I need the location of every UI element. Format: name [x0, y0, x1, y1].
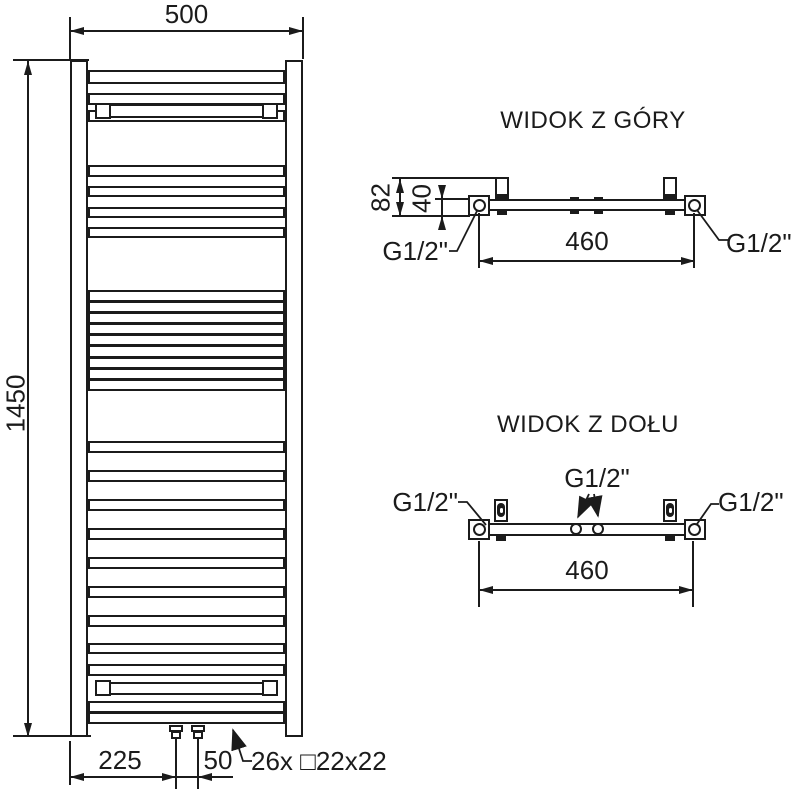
- bottom-view-bracket-left-slot-hole: [500, 508, 503, 513]
- dim-1450-arrow-top: [24, 61, 32, 75]
- bottom-view-right-foot: [665, 536, 675, 541]
- top-view-pipe-mark-4: [594, 210, 603, 214]
- left-collector: [70, 60, 88, 737]
- dim-460-top-ext-right: [693, 213, 695, 268]
- radiator-tube: [88, 379, 285, 391]
- bottom-view-center-connection-2-icon: [592, 523, 604, 535]
- right-collector: [285, 60, 303, 737]
- dim-500-line: [70, 30, 303, 32]
- top-view-leader-left: [449, 210, 478, 252]
- top-view-conn-label-right: G1/2": [726, 228, 792, 258]
- dim-460-bottom-line: [479, 589, 693, 591]
- dim-500-arrow-right: [289, 27, 303, 35]
- bottom-view-conn-label-center: G1/2": [564, 463, 630, 493]
- dim-500-ext-right: [302, 17, 304, 59]
- dim-1450-arrow-bottom: [24, 723, 32, 737]
- radiator-tube: [88, 441, 285, 453]
- top-view-pipe-mark-2: [594, 197, 603, 201]
- top-view-conn-label-left: G1/2": [382, 236, 448, 266]
- dim-40-arrow-bottom: [438, 216, 446, 230]
- top-view-collector-bar: [488, 199, 694, 211]
- dim-500-ext-left: [69, 17, 71, 59]
- radiator-tube: [88, 186, 285, 197]
- bottom-view-bracket-right-slot-hole: [669, 508, 672, 513]
- dim-460-top-label: 460: [565, 226, 609, 256]
- dim-500-arrow-left: [70, 27, 84, 35]
- dim-50-arrow-right: [198, 773, 212, 781]
- bottom-view-left-foot: [496, 536, 506, 541]
- radiator-tube: [88, 586, 285, 598]
- bottom-view-collector-bar: [488, 523, 694, 536]
- dim-82-ext-bottom: [392, 215, 470, 217]
- dim-225-label: 225: [98, 745, 142, 775]
- radiator-tube: [88, 643, 285, 654]
- dim-225-arrow-left: [70, 773, 84, 781]
- top-view-pipe-mark-3: [570, 210, 579, 214]
- top-view-connection-right-icon: [688, 199, 701, 212]
- radiator-tube: [88, 70, 285, 84]
- top-bracket-bar: [100, 104, 273, 118]
- dim-460-top-ext-left: [478, 213, 480, 268]
- dim-1450-ext-top: [13, 59, 89, 61]
- dim-225-ext-left: [69, 741, 71, 785]
- bottom-view-conn-label-right: G1/2": [718, 487, 784, 517]
- radiator-tube: [88, 712, 285, 724]
- dim-1450-ext-bottom: [13, 735, 91, 737]
- bottom-pipe-1-stem: [175, 738, 177, 789]
- bottom-pipe-2-stem: [197, 738, 199, 789]
- top-view-connection-left-icon: [473, 199, 486, 212]
- dim-225-arrow-right: [162, 773, 176, 781]
- bottom-view-connection-left-icon: [473, 523, 486, 536]
- bottom-bracket-bar: [100, 682, 273, 695]
- dim-460-bottom-ext-right: [692, 541, 694, 607]
- bottom-bracket-right: [262, 680, 278, 696]
- top-bracket-right: [262, 103, 278, 119]
- radiator-tube: [88, 499, 285, 511]
- dim-82-label: 82: [365, 183, 396, 212]
- top-bracket-left: [95, 103, 111, 119]
- dim-40-arrow-top: [438, 185, 446, 199]
- bottom-bracket-left: [95, 680, 111, 696]
- dim-460-top-arrow-left: [479, 257, 493, 265]
- dim-50-label: 50: [203, 745, 233, 775]
- dim-40-ext: [435, 198, 470, 200]
- radiator-tube: [88, 165, 285, 177]
- dim-460-bottom-arrow-right: [679, 586, 693, 594]
- radiator-tube: [88, 528, 285, 540]
- dim-40-line: [441, 186, 443, 230]
- dim-82-ext-top: [392, 177, 498, 179]
- bottom-view-center-connection-1-icon: [570, 523, 582, 535]
- top-view-bracket-right-foot: [665, 194, 675, 199]
- bottom-view-leader-center-2: [586, 493, 603, 518]
- top-view-left-foot-back: [497, 211, 507, 215]
- top-view-pipe-mark-1: [570, 197, 579, 201]
- top-view-title: WIDOK Z GÓRY: [500, 107, 686, 134]
- dim-82-arrow-top: [396, 179, 404, 193]
- dim-460-bottom-ext-left: [478, 541, 480, 607]
- radiator-tube: [88, 557, 285, 569]
- dim-225-50-line: [70, 776, 233, 778]
- radiator-tube: [88, 470, 285, 482]
- dim-1450-line: [27, 61, 29, 737]
- dim-460-top-arrow-right: [681, 257, 695, 265]
- dim-460-bottom-arrow-left: [479, 586, 493, 594]
- top-view-right-foot-back: [665, 211, 675, 215]
- tube-note-label: 26x □22x22: [251, 746, 387, 776]
- radiator-tube: [88, 664, 285, 676]
- bottom-view-title: WIDOK Z DOŁU: [496, 411, 679, 438]
- dim-82-line: [399, 179, 401, 216]
- dim-1450-label: 1450: [0, 374, 31, 433]
- radiator-tube: [88, 207, 285, 218]
- radiator-tube: [88, 615, 285, 627]
- dim-460-bottom-label: 460: [565, 555, 609, 585]
- radiator-tube: [88, 227, 285, 238]
- bottom-view-conn-label-left: G1/2": [392, 487, 458, 517]
- dim-40-label: 40: [406, 184, 437, 213]
- bottom-view-leader-center-1: [577, 493, 594, 519]
- bottom-view-connection-right-icon: [688, 523, 701, 536]
- top-view-bracket-left-foot: [497, 194, 507, 199]
- dim-500-label: 500: [164, 0, 209, 29]
- dim-460-top-line: [479, 260, 695, 262]
- dim-82-arrow-bottom: [396, 202, 404, 216]
